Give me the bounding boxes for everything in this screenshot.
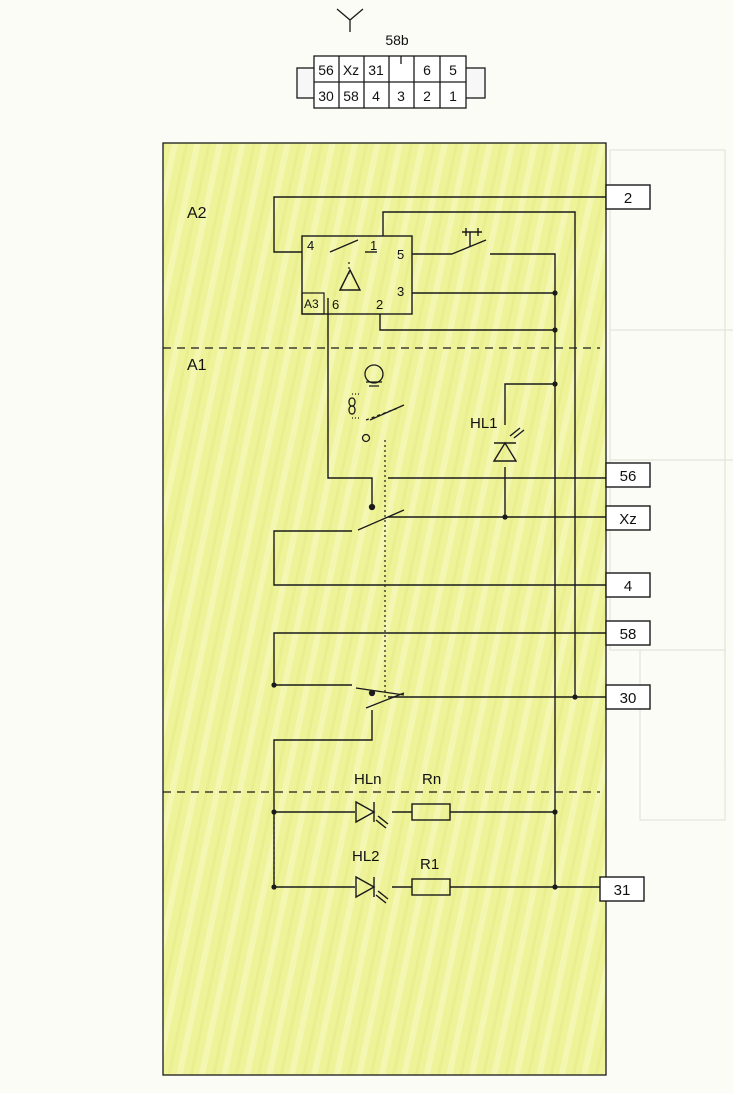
relay-pin-6: 6 [332,297,339,312]
relay-pin-2: 2 [376,297,383,312]
hl2-label: HL2 [352,848,380,865]
connector-58b [296,8,486,109]
block-a1-label: A1 [187,357,207,374]
terminal-58 [605,620,651,646]
rn-label: Rn [422,771,441,788]
block-a2-label: A2 [187,205,207,222]
hl2-diode-icon [355,875,389,904]
relay-pin-5: 5 [397,247,404,262]
connector-bottom-row: 30 58 4 3 2 1 [318,88,457,104]
terminal-31 [599,876,645,902]
hl1-label: HL1 [470,415,498,432]
pin-1: 1 [449,88,457,104]
terminal-xz-label: Xz [619,511,637,528]
relay-block [301,235,413,315]
relay-a3-label: A3 [304,297,319,311]
terminal-30-label: 30 [620,690,637,707]
pin-56: 56 [318,62,334,78]
hl1-diode-icon [492,427,525,462]
pin-6: 6 [423,62,431,78]
background-ghost-lines [609,149,733,821]
switch-contacts [355,503,405,709]
terminal-xz [605,505,651,531]
buzzer-icon [338,268,362,291]
junction-dots [271,290,578,890]
light-switch-icon [348,364,405,443]
relay-housing [301,235,413,315]
terminal-30 [605,684,651,710]
connector-label: 58b [385,32,409,48]
terminal-4-label: 4 [624,578,632,595]
terminal-56 [605,462,651,488]
connector-plug-icon [336,8,364,32]
r1-label: R1 [420,856,439,873]
pin-4: 4 [372,88,380,104]
relay-pin-1: 1 [370,238,377,253]
hln-label: HLn [354,771,382,788]
r1-resistor [411,878,451,896]
push-button-icon [451,228,487,255]
relay-a3-box [301,292,325,315]
panel-background [162,142,607,1076]
pin-58: 58 [343,88,359,104]
connector-top-row: 56 Xz 31 6 5 [318,62,457,78]
wires [273,196,606,888]
terminal-58-label: 58 [620,626,637,643]
hln-diode-icon [355,800,389,829]
terminal-boxes [599,184,651,902]
pin-xz: Xz [343,62,359,78]
pin-30: 30 [318,88,334,104]
pin-2: 2 [423,88,431,104]
pin-31: 31 [368,62,384,78]
terminal-56-label: 56 [620,468,637,485]
pin-5: 5 [449,62,457,78]
terminal-2 [605,184,651,210]
relay-pin-3: 3 [397,284,404,299]
relay-contact [329,239,359,253]
terminal-4 [605,572,651,598]
terminal-31-label: 31 [614,882,631,899]
relay-pin-4: 4 [307,238,314,253]
terminal-2-label: 2 [624,190,632,207]
rn-resistor [411,803,451,821]
pin-3: 3 [397,88,405,104]
